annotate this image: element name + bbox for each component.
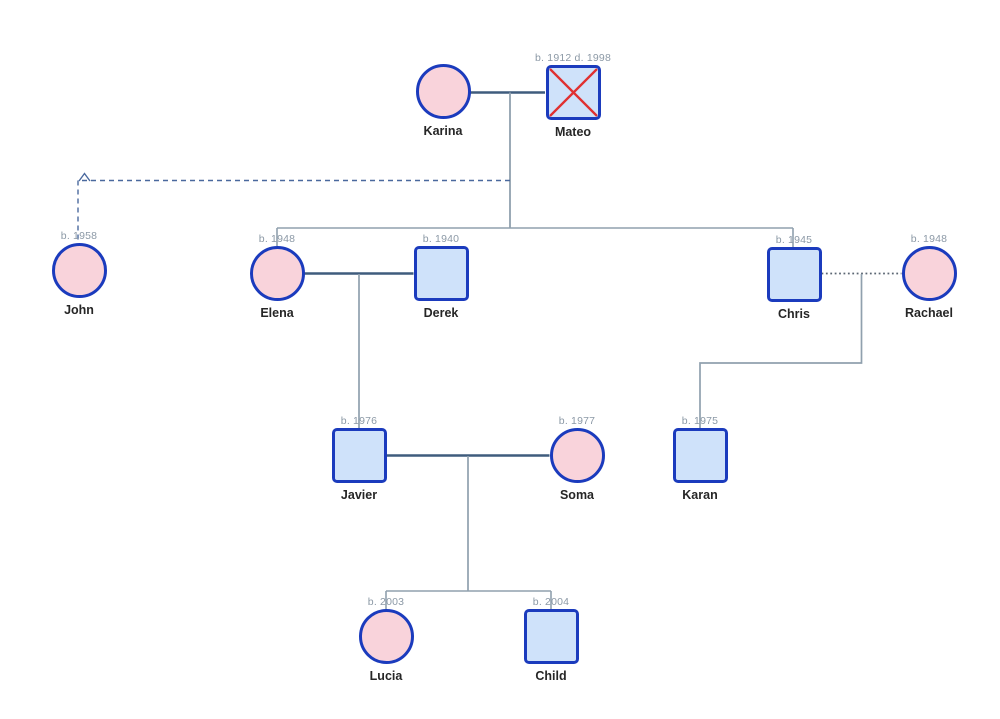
person-name: Mateo <box>554 125 592 139</box>
dashed-link-arrowhead-icon <box>78 172 91 182</box>
male-square[interactable] <box>331 428 387 483</box>
birth-label: b. 1977 <box>558 415 596 427</box>
person-mateo: b. 1912 d. 1998 Mateo <box>513 51 633 139</box>
female-circle[interactable] <box>549 428 605 483</box>
person-karan: b. 1975 Karan <box>640 414 760 502</box>
male-square[interactable] <box>545 65 601 120</box>
female-circle[interactable] <box>415 64 471 119</box>
person-elena: b. 1948 Elena <box>217 232 337 320</box>
person-name: Elena <box>260 306 294 320</box>
birth-label: b. 1948 <box>258 233 296 245</box>
birth-label: b. 1945 <box>775 234 813 246</box>
person-name: Derek <box>423 306 459 320</box>
person-lucia: b. 2003 Lucia <box>326 595 446 683</box>
birth-label: b. 1976 <box>340 415 378 427</box>
female-circle[interactable] <box>51 243 107 298</box>
person-name: Rachael <box>905 306 953 320</box>
dashed-link-to-john <box>77 179 510 240</box>
female-circle[interactable] <box>358 609 414 664</box>
male-square[interactable] <box>523 609 579 664</box>
male-square[interactable] <box>413 246 469 301</box>
person-john: b. 1958 John <box>19 229 139 317</box>
person-name: Javier <box>340 488 378 502</box>
male-square[interactable] <box>672 428 728 483</box>
birth-label: b. 1912 d. 1998 <box>535 52 611 64</box>
person-child: b. 2004 Child <box>491 595 611 683</box>
person-name: Karan <box>682 488 718 502</box>
person-name: Lucia <box>369 669 403 683</box>
birth-label: b. 1958 <box>60 230 98 242</box>
person-name: Chris <box>778 307 810 321</box>
birth-label: b. 1948 <box>910 233 948 245</box>
descent-line-karan <box>699 274 863 428</box>
person-chris: b. 1945 Chris <box>734 233 854 321</box>
male-square[interactable] <box>766 247 822 302</box>
birth-label: b. 2003 <box>367 596 405 608</box>
person-derek: b. 1940 Derek <box>381 232 501 320</box>
person-karina: Karina <box>383 50 503 138</box>
person-name: Karina <box>423 124 463 138</box>
person-rachael: b. 1948 Rachael <box>869 232 989 320</box>
deceased-cross-icon <box>548 68 598 117</box>
female-circle[interactable] <box>249 246 305 301</box>
person-javier: b. 1976 Javier <box>299 414 419 502</box>
person-soma: b. 1977 Soma <box>517 414 637 502</box>
person-name: Soma <box>559 488 595 502</box>
female-circle[interactable] <box>901 246 957 301</box>
birth-label: b. 2004 <box>532 596 570 608</box>
person-name: Child <box>535 669 567 683</box>
birth-label: b. 1975 <box>681 415 719 427</box>
person-name: John <box>64 303 94 317</box>
birth-label: b. 1940 <box>422 233 460 245</box>
